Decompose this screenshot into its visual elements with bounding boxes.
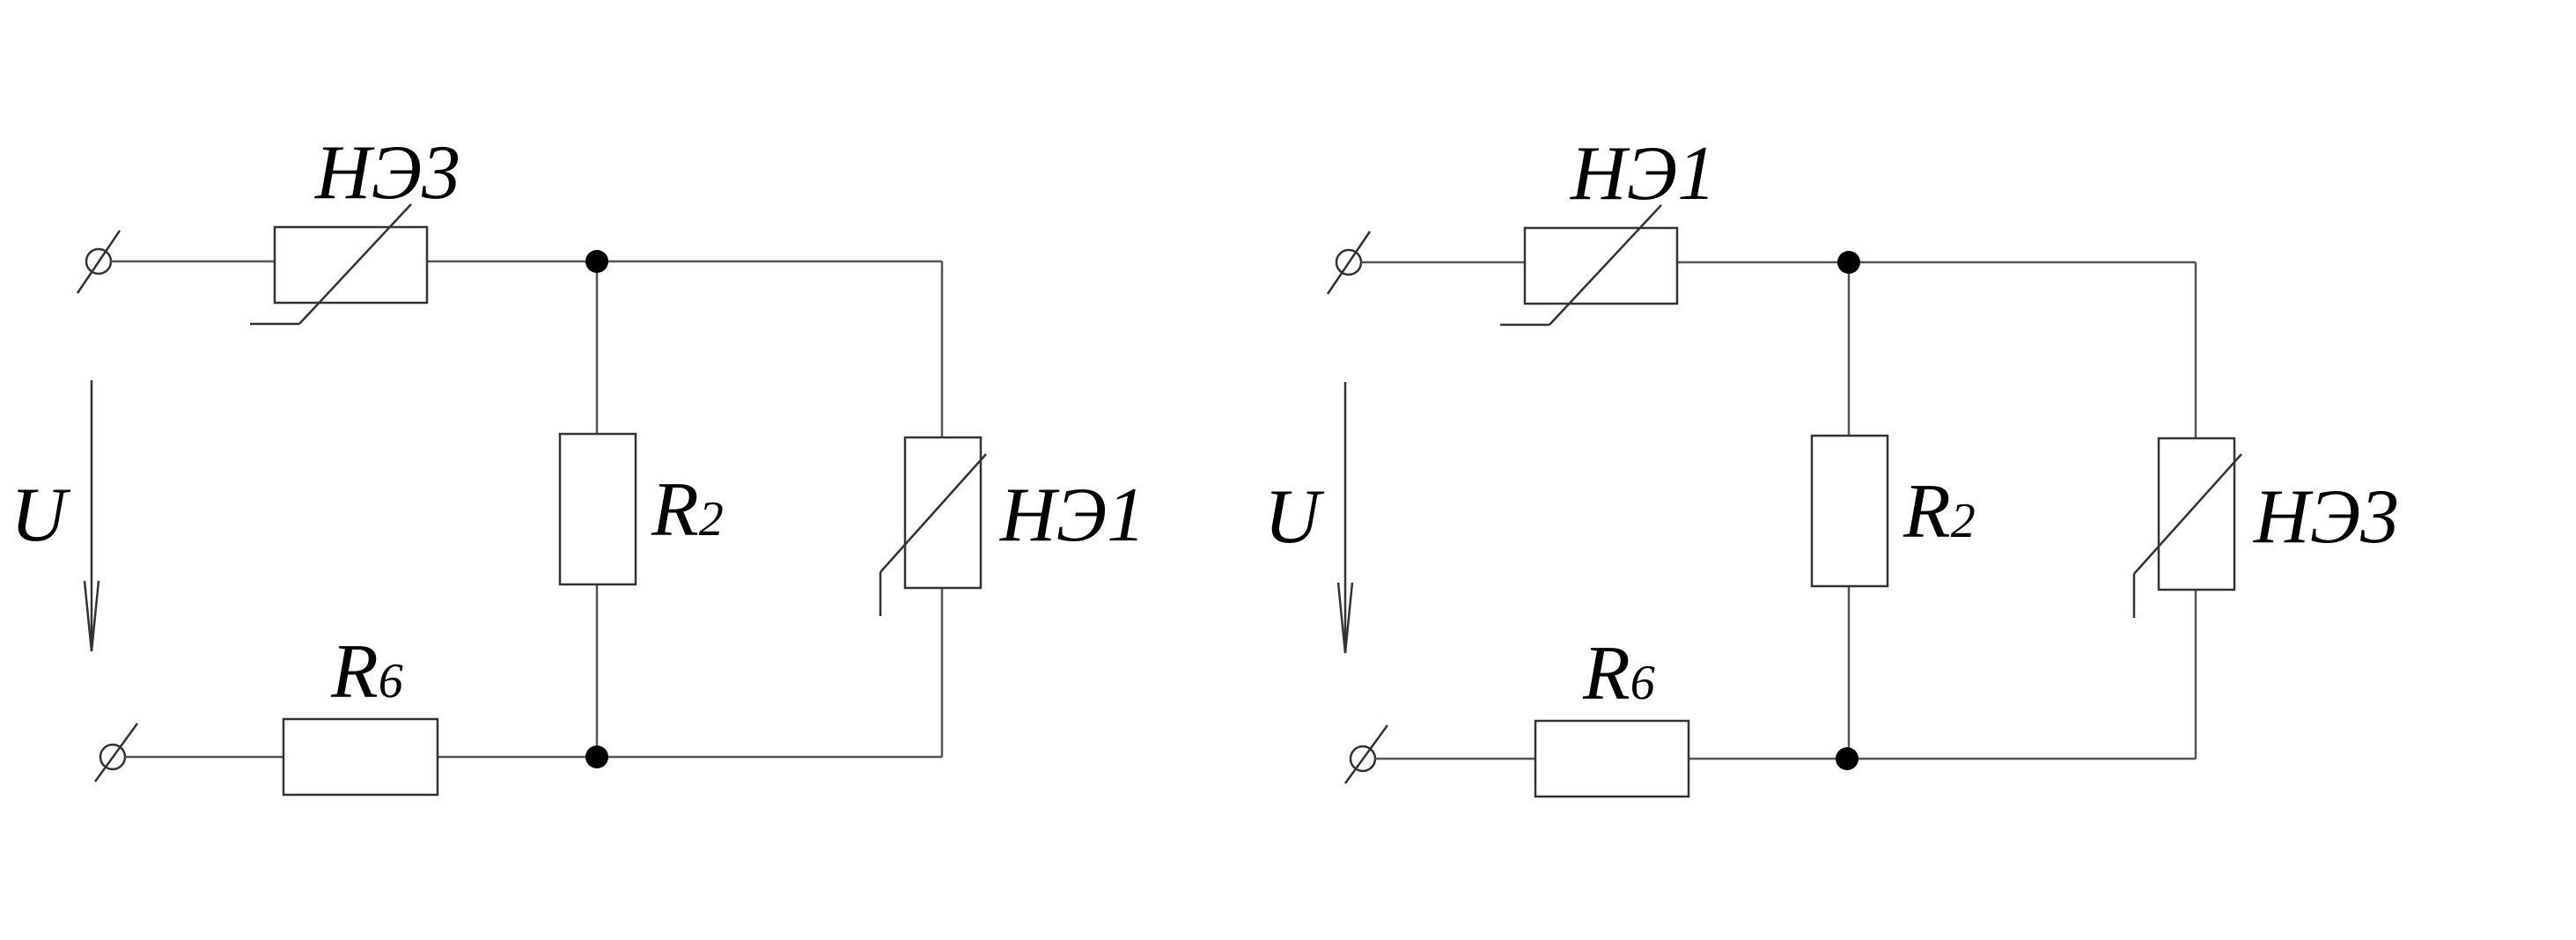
voltage-arrow <box>1336 382 1354 654</box>
circuit-1: U НЭ3 R2 НЭ1 R6 <box>11 130 1145 797</box>
voltage-label: U <box>1264 474 1325 560</box>
terminal-bottom <box>1343 724 1389 784</box>
shunt-resistor-label: R2 <box>1903 469 1976 554</box>
bottom-resistor-label: R6 <box>330 629 403 715</box>
bottom-resistor-label: R6 <box>1582 631 1655 716</box>
shunt-resistor <box>1810 434 1889 588</box>
junction-node-bottom <box>1836 747 1858 770</box>
nonlinear-element-top-label: НЭ3 <box>314 130 460 216</box>
nonlinear-element-top-label: НЭ1 <box>1570 131 1716 217</box>
nonlinear-element-right-label: НЭ1 <box>999 473 1145 558</box>
junction-node-top <box>1837 251 1860 274</box>
nonlinear-element-right <box>2132 437 2242 618</box>
junction-node-top <box>585 250 608 273</box>
voltage-label: U <box>11 473 71 558</box>
nonlinear-element-top <box>250 203 429 326</box>
shunt-resistor <box>558 432 637 586</box>
nonlinear-element-right <box>879 436 987 616</box>
junction-node-bottom <box>585 745 608 768</box>
bottom-resistor <box>1534 719 1690 798</box>
terminal-bottom <box>93 723 139 782</box>
bottom-resistor <box>282 717 439 797</box>
nonlinear-element-right-label: НЭ3 <box>2253 474 2399 560</box>
shunt-resistor-label: R2 <box>651 467 724 553</box>
circuit-2: U НЭ1 R2 НЭ3 R6 <box>1264 131 2399 798</box>
voltage-arrow <box>83 380 100 652</box>
nonlinear-element-top <box>1500 204 1679 327</box>
